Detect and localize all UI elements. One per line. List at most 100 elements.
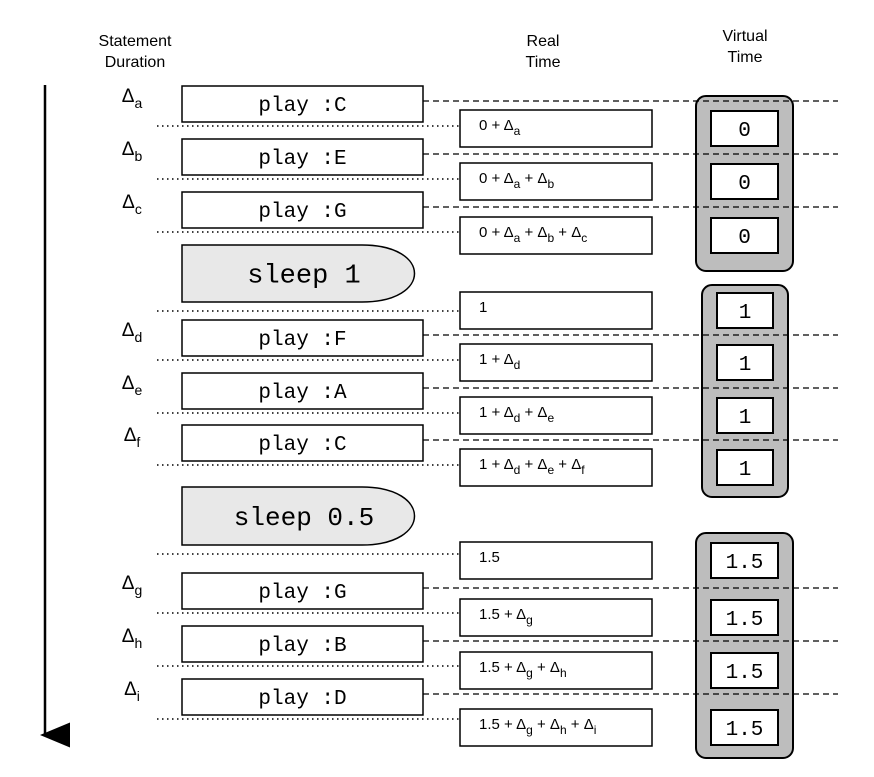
- virtual-time-value: 1: [739, 302, 752, 325]
- real-time-subscript: f: [581, 463, 585, 477]
- play-statement-box: [181, 319, 424, 357]
- real-time-subscript: b: [547, 177, 554, 191]
- real-time-box: [459, 598, 653, 637]
- header-statement-duration-line1: Statement: [99, 33, 172, 50]
- delta-subscript: b: [134, 148, 142, 164]
- duration-delta: Δa: [122, 86, 143, 111]
- delta-symbol: Δ: [124, 425, 137, 446]
- delta-symbol: Δ: [122, 192, 135, 213]
- real-time-expression: 0 + Δa: [479, 117, 521, 138]
- real-time-box: [459, 162, 653, 201]
- real-time-term: 1: [479, 299, 487, 316]
- real-time-subscript: b: [547, 231, 554, 245]
- play-statement-label: play :B: [258, 635, 346, 658]
- real-time-term: + Δ: [520, 224, 547, 241]
- delta-symbol: Δ: [124, 679, 137, 700]
- sleep-statement-shape: [181, 244, 416, 303]
- real-time-subscript: h: [560, 723, 567, 737]
- real-time-term: 0 + Δ: [479, 117, 514, 134]
- delta-subscript: i: [137, 688, 140, 704]
- play-statement-box: [181, 191, 424, 229]
- real-time-subscript: a: [514, 231, 521, 245]
- delta-symbol: Δ: [122, 373, 135, 394]
- real-time-subscript: i: [594, 723, 597, 737]
- duration-delta: Δf: [124, 425, 141, 450]
- duration-delta: Δb: [122, 139, 143, 164]
- virtual-time-box: [716, 344, 774, 381]
- virtual-time-box: [710, 652, 779, 689]
- real-time-term: + Δ: [554, 456, 581, 473]
- real-time-term: 1.5 + Δ: [479, 659, 526, 676]
- real-time-expression: 1.5 + Δg + Δh + Δi: [479, 716, 596, 737]
- real-time-subscript: g: [526, 723, 533, 737]
- real-time-expression: 0 + Δa + Δb: [479, 170, 554, 191]
- delta-symbol: Δ: [122, 139, 135, 160]
- play-statement-box: [181, 678, 424, 716]
- real-time-term: 1 + Δ: [479, 456, 514, 473]
- real-time-subscript: a: [514, 124, 521, 138]
- play-statement-label: play :C: [258, 434, 346, 457]
- real-time-term: + Δ: [554, 224, 581, 241]
- real-time-term: 0 + Δ: [479, 170, 514, 187]
- duration-delta: Δi: [124, 679, 140, 704]
- real-time-box: [459, 109, 653, 148]
- virtual-time-value: 1.5: [726, 609, 764, 632]
- play-statement-label: play :D: [258, 688, 346, 711]
- virtual-time-value: 0: [738, 227, 751, 250]
- delta-subscript: f: [136, 434, 140, 450]
- real-time-term: 1.5: [479, 549, 500, 566]
- play-statement-label: play :F: [258, 329, 346, 352]
- real-time-subscript: d: [514, 411, 521, 425]
- real-time-term: 0 + Δ: [479, 224, 514, 241]
- real-time-term: 1 + Δ: [479, 404, 514, 421]
- real-time-subscript: g: [526, 666, 533, 680]
- virtual-time-box: [710, 163, 779, 200]
- virtual-time-box: [710, 217, 779, 254]
- real-time-subscript: g: [526, 613, 533, 627]
- delta-subscript: c: [135, 201, 142, 217]
- sleep-statement-label: sleep 1: [247, 262, 360, 292]
- real-time-subscript: h: [560, 666, 567, 680]
- virtual-time-value: 0: [738, 120, 751, 143]
- sleep-statement-label: sleep 0.5: [234, 503, 374, 533]
- sleep-statement-shape: [181, 486, 416, 546]
- real-time-box: [459, 448, 653, 487]
- play-statement-box: [181, 625, 424, 663]
- header-real-time-line2: Time: [526, 54, 561, 71]
- real-time-term: + Δ: [533, 716, 560, 733]
- virtual-time-group: [701, 284, 789, 498]
- virtual-time-box: [716, 292, 774, 329]
- virtual-time-group: [695, 532, 794, 759]
- duration-delta: Δd: [122, 320, 143, 345]
- real-time-subscript: d: [514, 463, 521, 477]
- delta-symbol: Δ: [122, 573, 135, 594]
- real-time-term: + Δ: [520, 456, 547, 473]
- duration-delta: Δg: [122, 573, 143, 598]
- delta-subscript: a: [134, 95, 142, 111]
- real-time-box: [459, 708, 653, 747]
- virtual-time-value: 1.5: [726, 552, 764, 575]
- header-real-time-line1: Real: [527, 33, 560, 50]
- virtual-time-box: [710, 110, 779, 147]
- virtual-time-box: [710, 599, 779, 636]
- delta-symbol: Δ: [122, 320, 135, 341]
- delta-symbol: Δ: [122, 86, 135, 107]
- virtual-time-value: 1.5: [726, 719, 764, 742]
- real-time-expression: 1 + Δd + Δe: [479, 404, 554, 425]
- real-time-expression: 1: [479, 299, 487, 316]
- virtual-time-value: 1: [739, 407, 752, 430]
- real-time-term: + Δ: [520, 404, 547, 421]
- real-time-subscript: a: [514, 177, 521, 191]
- real-time-term: + Δ: [520, 170, 547, 187]
- play-statement-label: play :A: [258, 382, 347, 405]
- play-statement-label: play :C: [258, 95, 346, 118]
- virtual-time-value: 1.5: [726, 662, 764, 685]
- real-time-expression: 1.5 + Δg + Δh: [479, 659, 567, 680]
- real-time-expression: 1 + Δd: [479, 351, 520, 372]
- delta-subscript: g: [134, 582, 142, 598]
- header-virtual-time-line1: Virtual: [722, 28, 767, 45]
- play-statement-label: play :G: [258, 582, 346, 605]
- duration-delta: Δe: [122, 373, 143, 398]
